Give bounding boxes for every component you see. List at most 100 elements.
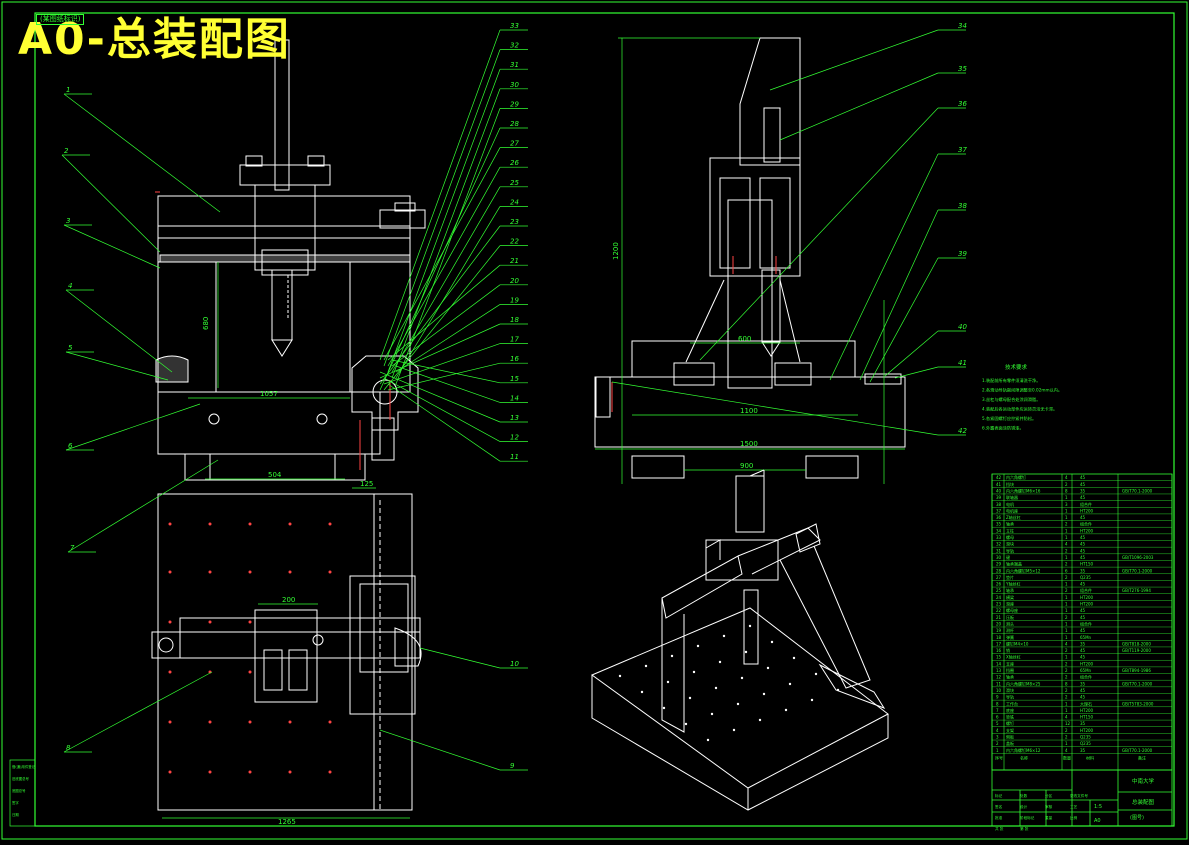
iso-hole	[710, 712, 714, 716]
title-block-label: 签名	[995, 804, 1003, 809]
parts-cell-no: 19	[996, 628, 1002, 633]
top-table	[157, 493, 413, 811]
leader-line	[387, 69, 501, 373]
parts-cell-no: 26	[996, 582, 1002, 587]
leader-line	[395, 365, 501, 403]
callout-label: 18	[510, 316, 519, 324]
parts-cell-no: 42	[996, 475, 1002, 480]
parts-cell-no: 29	[996, 562, 1002, 567]
leader-line	[884, 330, 939, 377]
callout-label: 14	[510, 394, 519, 402]
parts-cell-no: 28	[996, 568, 1002, 573]
callout-label: 29	[510, 100, 519, 108]
parts-cell-no: 23	[996, 602, 1002, 607]
parts-cell-qty: 1	[1065, 608, 1068, 613]
title-block-label: 分区	[1045, 793, 1053, 798]
parts-cell-no: 15	[996, 655, 1002, 660]
parts-cell-mat: 组合件	[1080, 587, 1092, 593]
parts-cell-no: 9	[996, 695, 999, 700]
table-hole	[208, 522, 212, 526]
parts-cell-no: 6	[996, 715, 999, 720]
parts-cell-name: 内六角螺钉M8×25	[1006, 680, 1041, 686]
note-line: 5.各紧固螺钉应拧紧并防松。	[982, 415, 1036, 422]
parts-cell-no: 7	[996, 708, 999, 713]
parts-cell-no: 30	[996, 555, 1002, 560]
callout-label: 42	[958, 427, 967, 435]
side-dim-height: 1200	[612, 242, 620, 260]
parts-cell-std: GB/T119-2000	[1122, 648, 1151, 653]
title-block-label: 设计	[1020, 804, 1028, 809]
table-hole	[288, 522, 292, 526]
table-hole	[168, 522, 172, 526]
parts-cell-qty: 2	[1065, 675, 1068, 680]
parts-cell-qty: 2	[1065, 735, 1068, 740]
table-hole	[328, 720, 332, 724]
iso-hole	[662, 706, 666, 710]
parts-cell-std: GB/T894-1986	[1122, 668, 1151, 673]
callout-label: 19	[510, 296, 519, 304]
iso-hole-pattern	[618, 624, 840, 742]
table-hole	[248, 570, 252, 574]
parts-cell-qty: 4	[1065, 715, 1068, 720]
parts-cell-mat: 35	[1080, 488, 1086, 493]
callout-label: 34	[958, 22, 967, 30]
parts-cell-no: 35	[996, 522, 1002, 527]
leader-line	[779, 72, 939, 141]
parts-cell-name: Y轴丝杠	[1005, 581, 1020, 587]
parts-cell-name: 工作台	[1006, 700, 1018, 706]
parts-cell-mat: 45	[1080, 695, 1086, 700]
title-block-label: 重量	[1045, 815, 1053, 820]
parts-cell-qty: 8	[1065, 681, 1068, 686]
parts-cell-no: 33	[996, 535, 1002, 540]
leader-line	[379, 729, 501, 771]
leader-line	[387, 383, 501, 462]
callout-label: 12	[510, 434, 519, 442]
title-block-label: 审核	[1045, 804, 1053, 809]
leader-line	[63, 224, 161, 269]
leader-line	[379, 323, 501, 379]
top-dim-top: 200	[282, 596, 295, 604]
leader-line	[65, 403, 201, 451]
leader-line	[63, 671, 213, 753]
iso-hole	[732, 728, 736, 732]
parts-cell-mat: 45	[1080, 688, 1086, 693]
iso-hole	[718, 660, 722, 664]
top-dim-bottom: 1265	[278, 818, 296, 826]
parts-cell-qty: 1	[1065, 602, 1068, 607]
parts-cell-qty: 1	[1065, 582, 1068, 587]
parts-cell-mat: HT200	[1080, 602, 1094, 607]
parts-cell-mat: 35	[1080, 641, 1086, 646]
table-hole	[248, 720, 252, 724]
parts-cell-no: 20	[996, 621, 1002, 626]
iso-hole	[792, 656, 796, 660]
notes-heading: 技术要求	[1005, 363, 1028, 371]
parts-cell-no: 17	[996, 641, 1002, 646]
parts-cell-name: 底座	[1006, 707, 1014, 713]
parts-cell-mat: 组合件	[1080, 501, 1092, 507]
iso-hole	[744, 650, 748, 654]
callout-label: 39	[958, 250, 967, 258]
parts-cell-name: 销	[1006, 647, 1010, 653]
parts-cell-mat: 45	[1080, 535, 1086, 540]
parts-cell-name: 轴承端盖	[1006, 561, 1022, 567]
parts-cell-mat: 45	[1080, 582, 1086, 587]
table-hole	[288, 570, 292, 574]
side-dim-lower: 900	[740, 462, 753, 470]
parts-cell-mat: 45	[1080, 655, 1086, 660]
iso-hole	[762, 692, 766, 696]
parts-cell-qty: 1	[1065, 495, 1068, 500]
